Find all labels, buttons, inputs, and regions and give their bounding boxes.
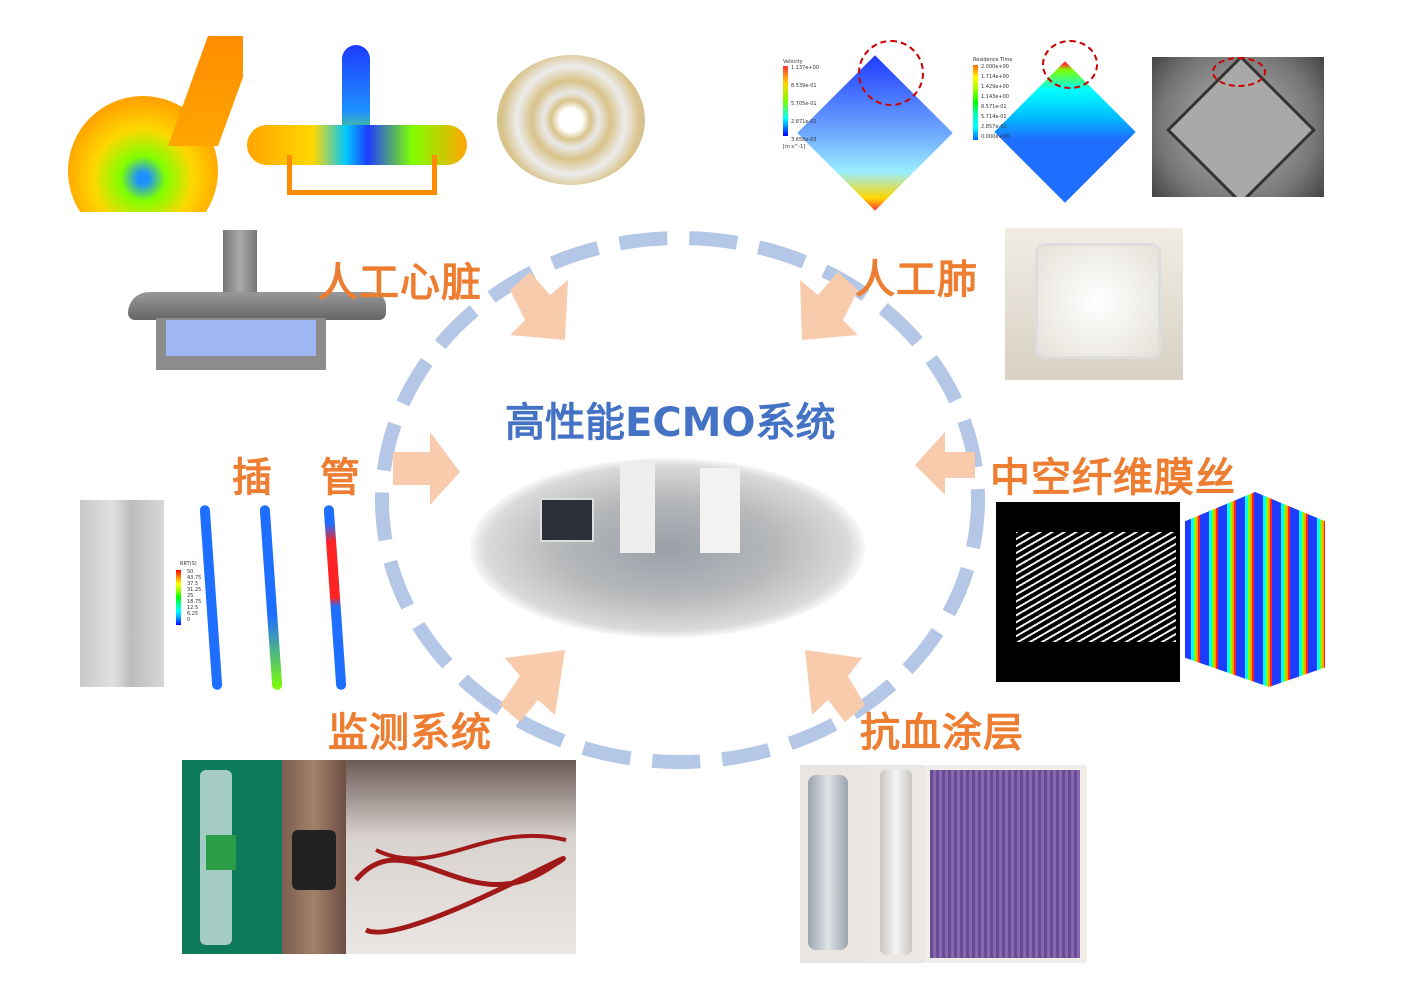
coating-stain-photo (925, 765, 1087, 963)
monitoring-circuit-photo (346, 760, 576, 954)
label-anticoagulant-coating: 抗血涂层 (860, 710, 1024, 756)
legend-title: Velocity (783, 59, 803, 65)
legend-value: 1.143e+00 (981, 94, 1009, 100)
arrow-left (393, 432, 460, 505)
legend-value: 18.75 (187, 599, 202, 605)
artificial-heart-cross-section-image (128, 230, 386, 372)
velocity-legend: Velocity 1.137e+00 8.539e-01 5.705e-01 2… (783, 60, 823, 160)
legend-value: 1.714e+00 (981, 74, 1009, 80)
residence-time-legend: Residence Time 2.000e+00 1.714e+00 1.429… (973, 58, 1018, 158)
legend-value: 12.5 (187, 605, 199, 611)
legend-value: 5.705e-01 (791, 101, 817, 107)
hollow-fiber-simulation-image (1185, 492, 1325, 687)
label-cannula-2: 管 (320, 455, 361, 501)
legend-value: 0 (187, 617, 191, 623)
legend-value: 2.871e-01 (791, 119, 817, 125)
center-title: 高性能ECMO系统 (505, 400, 836, 446)
tubing-lines (354, 833, 567, 935)
legend-value: 2.000e+00 (981, 64, 1009, 70)
legend-unit: [m s^-1] (783, 144, 806, 150)
label-cannula-1: 插 (232, 455, 273, 501)
legend-value: 3.658e-03 (791, 137, 817, 143)
legend-value: 2.857e-01 (981, 124, 1007, 130)
lung-velocity-streamline-image: Velocity 1.137e+00 8.539e-01 5.705e-01 2… (780, 40, 970, 215)
arrow-bottom-right (805, 650, 865, 722)
legend-value: 5.714e-01 (981, 114, 1007, 120)
legend-value: 31.25 (187, 587, 202, 593)
coated-tube-photo-1 (800, 765, 870, 963)
dashed-ring (375, 231, 985, 769)
legend-title: Residence Time (973, 57, 1013, 63)
legend-value: 8.571e-01 (981, 104, 1007, 110)
legend-value: 50 (187, 569, 194, 575)
pump-cross-section-simulation-image (247, 45, 467, 195)
lung-residence-time-image: Residence Time 2.000e+00 1.714e+00 1.429… (970, 40, 1150, 210)
legend-value: 25 (187, 593, 194, 599)
arrow-top-left (510, 272, 568, 340)
legend-value: 1.137e+00 (791, 65, 819, 71)
cannula-simulation-image: RRT(S) 50 43.75 37.5 31.25 25 18.75 12.5… (170, 500, 375, 695)
rrt-legend: RRT(S) 50 43.75 37.5 31.25 25 18.75 12.5… (176, 562, 206, 632)
label-artificial-lung: 人工肺 (855, 257, 978, 303)
label-artificial-heart: 人工心脏 (318, 260, 482, 306)
legend-value: 1.429e+00 (981, 84, 1009, 90)
cannula-photo (80, 500, 164, 687)
legend-value: 8.539e-01 (791, 83, 817, 89)
pump-volute-simulation-image (68, 36, 243, 212)
label-monitoring-system: 监测系统 (328, 710, 492, 756)
legend-value: 0.000e+00 (981, 134, 1009, 140)
flow-sensor-photo (182, 760, 282, 954)
ecmo-system-lab-photo (470, 458, 865, 638)
arrow-top-right (800, 272, 858, 340)
impeller-model-image (497, 55, 645, 193)
coated-tube-photo-2 (870, 765, 925, 963)
label-hollow-fiber: 中空纤维膜丝 (990, 455, 1236, 501)
legend-title: RRT(S) (180, 561, 197, 567)
arrow-bottom-left (500, 650, 565, 722)
pressure-sensor-photo (282, 760, 346, 954)
lung-flow-photo (1152, 57, 1324, 197)
legend-value: 6.25 (187, 611, 199, 617)
arrow-right (915, 432, 975, 495)
legend-value: 43.75 (187, 575, 202, 581)
legend-value: 37.5 (187, 581, 199, 587)
hollow-fiber-photo (996, 502, 1180, 682)
artificial-lung-prototype-photo (1005, 228, 1183, 380)
